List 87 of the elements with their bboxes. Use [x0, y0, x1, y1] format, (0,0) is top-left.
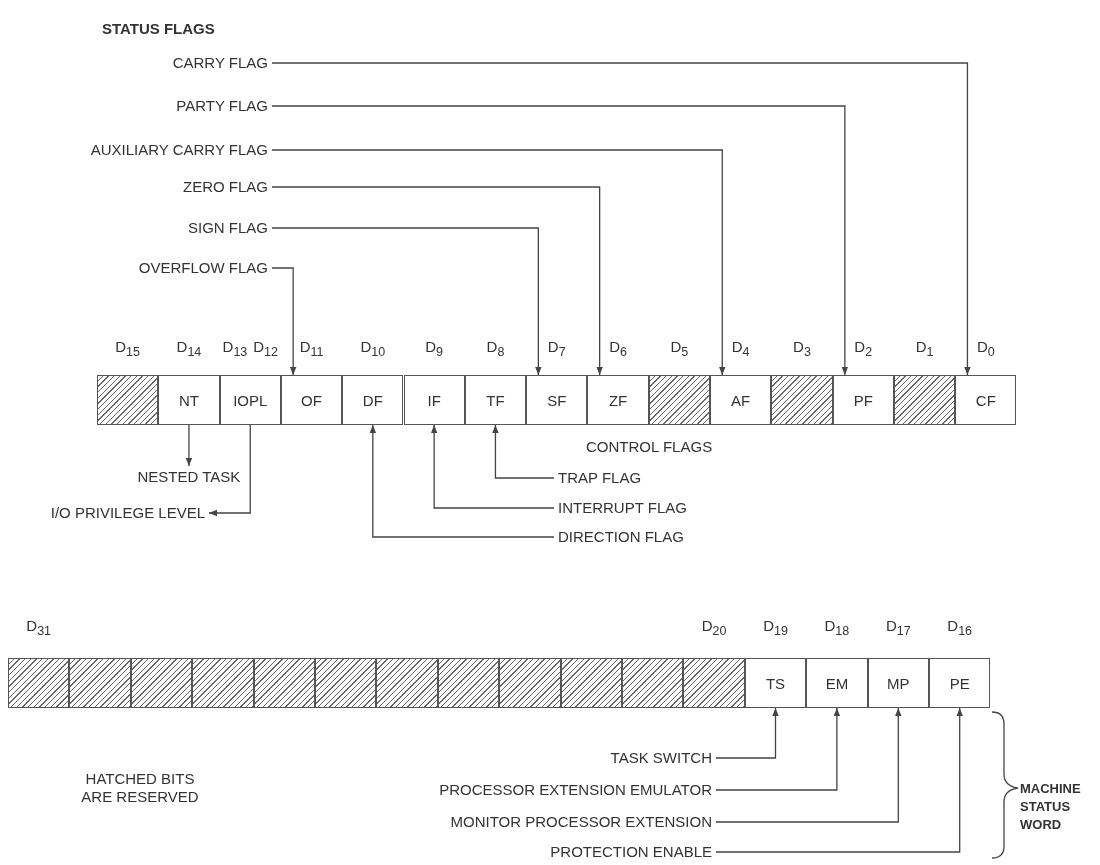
register-bit-cell: CF: [955, 375, 1017, 425]
bit-number: D$_{2}$: [854, 338, 873, 361]
bit-number: D$_{0}$: [976, 338, 995, 361]
leader-arrow: [271, 149, 726, 376]
hatched-bit-cell: [437, 658, 500, 708]
hatched-bit-cell: [560, 658, 622, 708]
flag-label: AUXILIARY CARRY FLAG: [90, 141, 268, 159]
hatched-bit-cell: [499, 658, 561, 708]
leader-arrow: [715, 707, 841, 791]
leader-arrow: [492, 424, 555, 479]
leader-arrow: [430, 424, 555, 509]
leader-arrow: [271, 227, 542, 376]
register-bit-cell: AF: [710, 375, 772, 425]
flag-label: PARTY FLAG: [176, 97, 268, 115]
bit-number: D$_{4}$: [731, 338, 750, 361]
bit-number: D$_{8}$: [486, 338, 505, 361]
bit-number: D$_{3}$: [793, 338, 811, 361]
hatched-bit-cell: [253, 658, 315, 708]
register-bit-cell: DF: [342, 375, 404, 425]
bit-number: D$_{18}$: [824, 617, 850, 640]
register-bit-cell: TS: [744, 658, 807, 708]
leader-arrow: [271, 267, 297, 376]
bit-number: D$_{7}$: [547, 338, 566, 361]
leader-arrow: [715, 707, 779, 759]
flag-label: NESTED TASK: [137, 468, 241, 486]
bit-number: D$_{14}$: [176, 338, 202, 361]
leader-arrow: [369, 424, 555, 538]
flag-label: DIRECTION FLAG: [558, 528, 684, 546]
hatched-bit-cell: [192, 658, 254, 708]
bit-number: D$_{31}$: [26, 617, 52, 640]
leader-arrow: [271, 62, 971, 376]
hatched-bit-cell: [683, 658, 745, 708]
flag-label: TASK SWITCH: [610, 749, 712, 767]
bit-number: D$_{13}$: [222, 338, 248, 361]
bit-number: D$_{11}$: [299, 338, 324, 361]
register-bit-cell: EM: [806, 658, 868, 708]
bit-number: D$_{12}$: [253, 338, 278, 361]
note-text: HATCHED BITS ARE RESERVED: [80, 770, 200, 806]
bit-number: D$_{9}$: [425, 338, 444, 361]
flag-label: ZERO FLAG: [183, 178, 268, 196]
hatched-bit-cell: [622, 658, 684, 708]
register-bit-cell: SF: [526, 375, 588, 425]
leader-arrow: [271, 186, 603, 376]
bit-number: D$_{17}$: [885, 617, 911, 640]
flag-label: INTERRUPT FLAG: [558, 499, 687, 517]
section-heading: STATUS FLAGS: [102, 20, 215, 38]
hatched-bit-cell: [376, 658, 438, 708]
hatched-bit-cell: [893, 375, 956, 425]
flag-label: CARRY FLAG: [172, 54, 268, 72]
hatched-bit-cell: [771, 375, 833, 425]
hatched-bit-cell: [69, 658, 131, 708]
flag-label: MONITOR PROCESSOR EXTENSION: [450, 813, 712, 831]
register-bit-cell: TF: [464, 375, 527, 425]
hatched-bit-cell: [97, 375, 159, 425]
hatched-bit-cell: [8, 658, 70, 708]
register-bit-cell: OF: [280, 375, 343, 425]
section-heading: CONTROL FLAGS: [586, 438, 713, 456]
register-bit-cell: IF: [403, 375, 465, 425]
register-bit-cell: ZF: [587, 375, 649, 425]
flag-label: TRAP FLAG: [558, 469, 642, 487]
hatched-bit-cell: [130, 658, 193, 708]
leader-arrow: [208, 424, 251, 517]
leader-arrow: [271, 105, 849, 376]
register-bit-cell: PE: [929, 658, 991, 708]
hatched-bit-cell: [648, 375, 710, 425]
hatched-bit-cell: [315, 658, 377, 708]
register-bit-cell: MP: [867, 658, 929, 708]
bit-number: D$_{19}$: [763, 617, 788, 640]
flag-label: PROCESSOR EXTENSION EMULATOR: [439, 781, 712, 799]
register-bit-cell: NT: [158, 375, 220, 425]
flag-label: PROTECTION ENABLE: [550, 843, 712, 861]
flag-label: I/O PRIVILEGE LEVEL: [50, 504, 205, 522]
bit-number: D$_{15}$: [115, 338, 140, 361]
leader-arrow: [185, 424, 193, 467]
register-bit-cell: IOPL: [219, 375, 281, 425]
bit-number: D$_{1}$: [915, 338, 934, 361]
bit-number: D$_{16}$: [947, 617, 973, 640]
note-text: MACHINE STATUS WORD: [1020, 780, 1082, 834]
bit-number: D$_{20}$: [701, 617, 727, 640]
flag-label: SIGN FLAG: [187, 219, 268, 237]
register-bit-cell: PF: [832, 375, 894, 425]
leader-arrow: [715, 707, 963, 853]
flag-label: OVERFLOW FLAG: [138, 259, 268, 277]
leader-arrow: [715, 707, 902, 823]
bit-number: D$_{10}$: [360, 338, 386, 361]
bit-number: D$_{5}$: [670, 338, 689, 361]
bit-number: D$_{6}$: [609, 338, 627, 361]
